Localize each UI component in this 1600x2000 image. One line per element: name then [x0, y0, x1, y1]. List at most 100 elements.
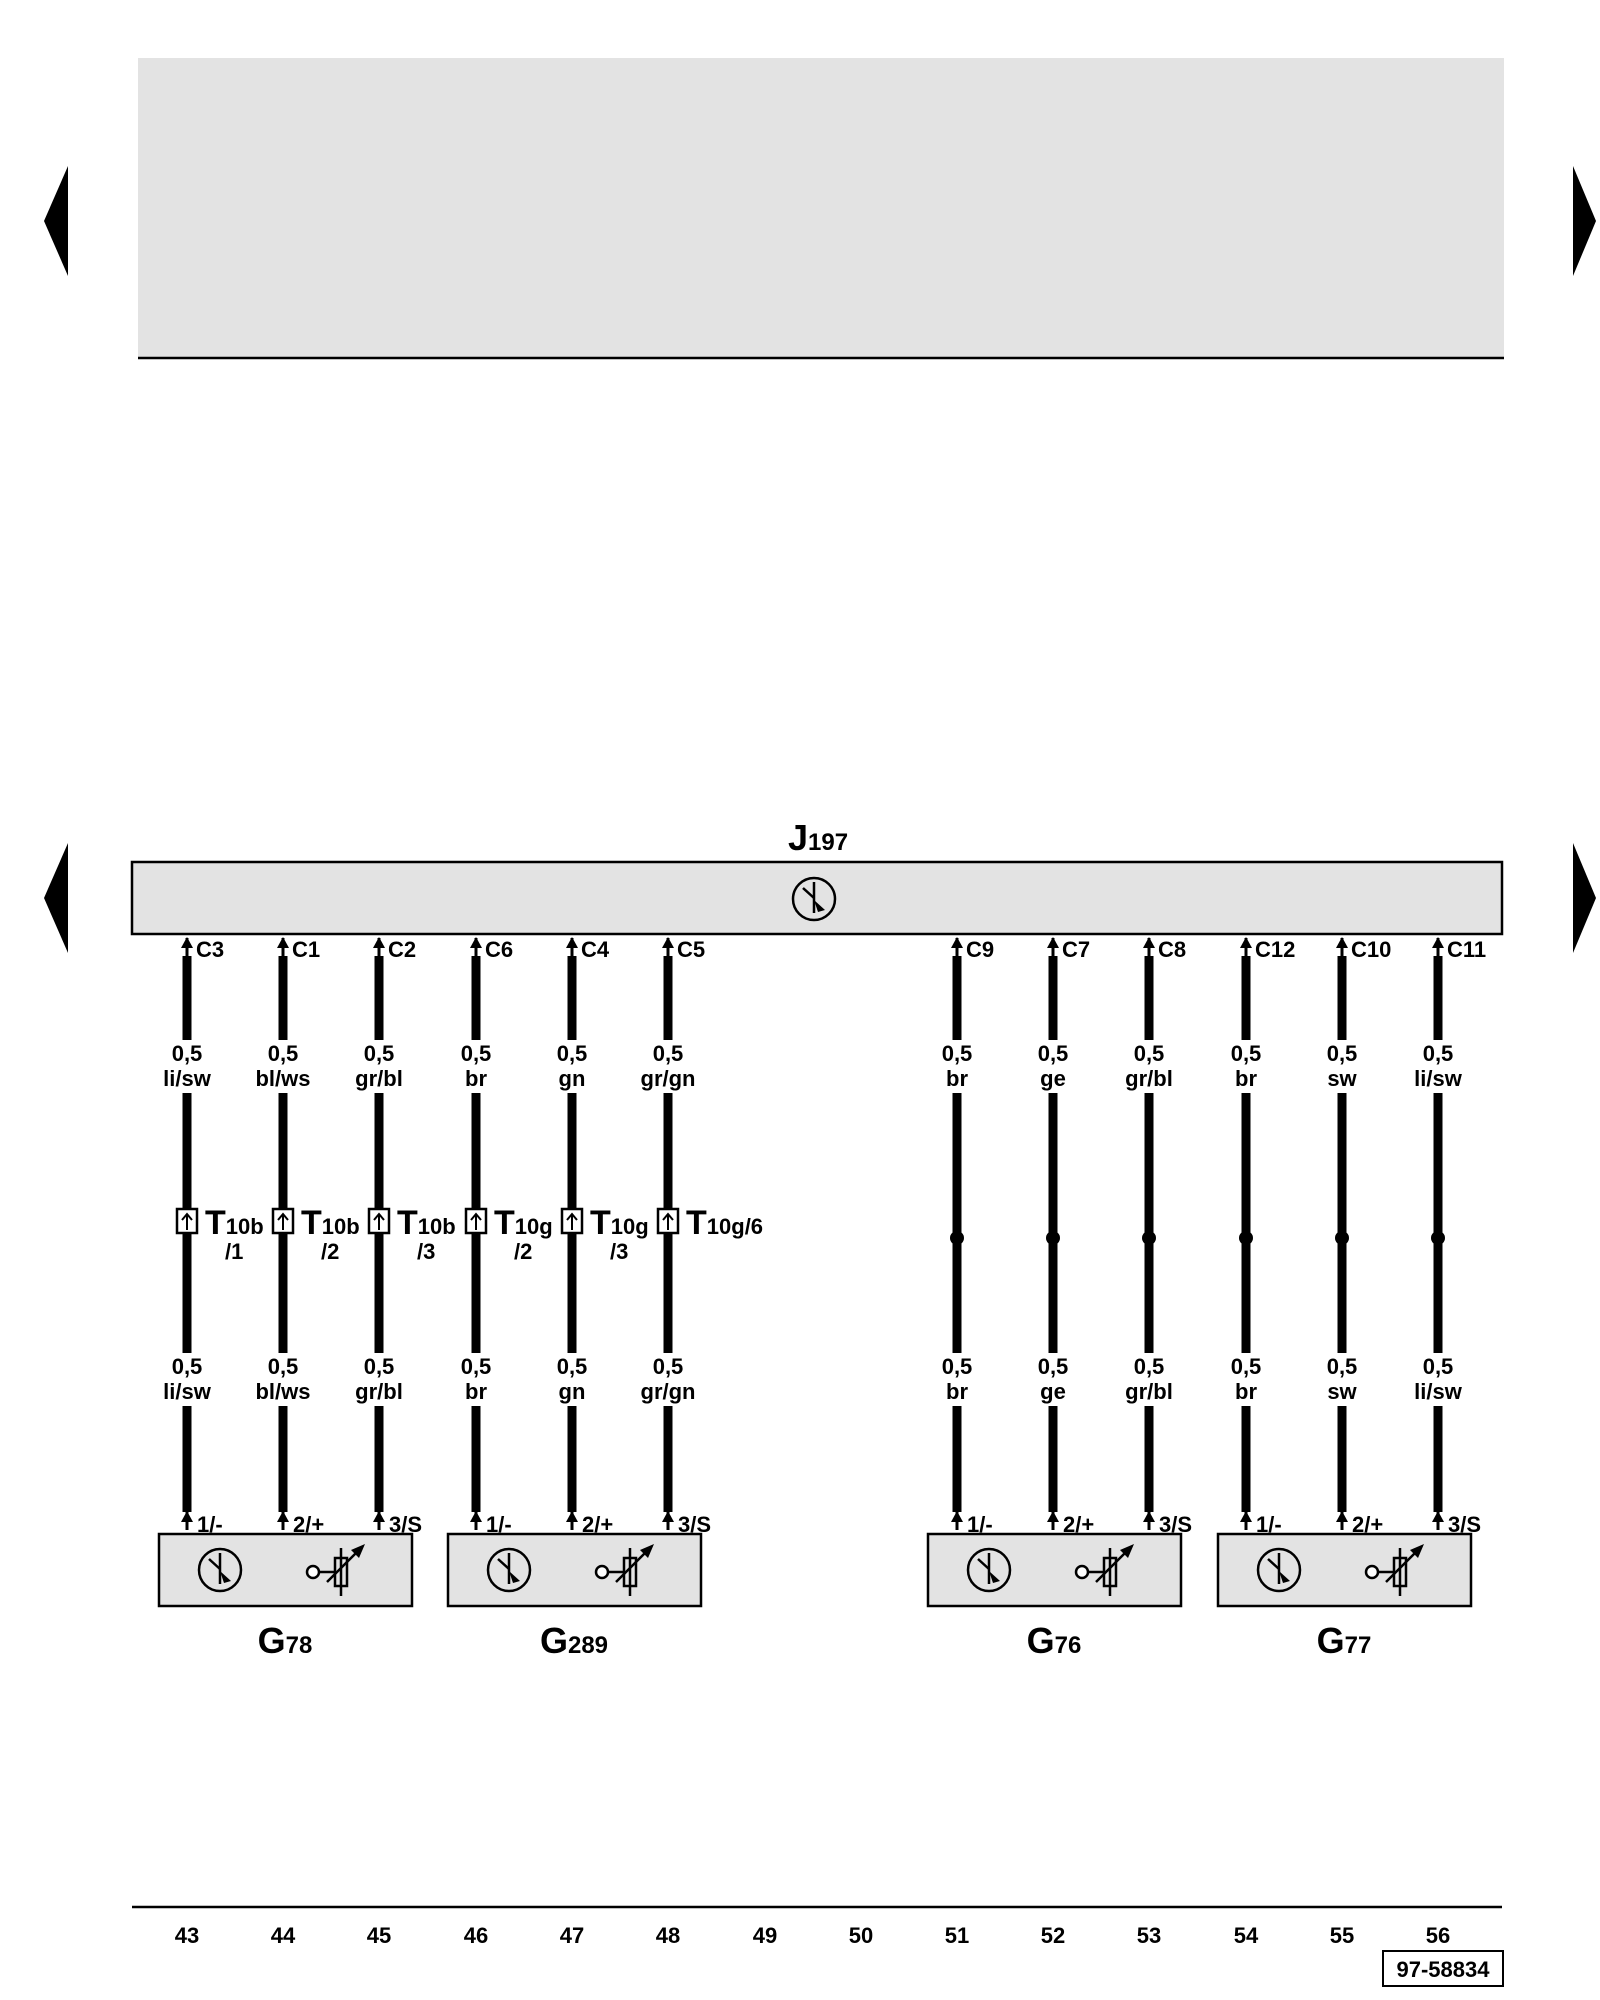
wire-size-bottom: 0,5: [1423, 1354, 1454, 1379]
grid-number: 52: [1041, 1923, 1065, 1948]
pin-arrow-icon: [373, 937, 385, 948]
pin-arrow-icon: [1336, 1511, 1348, 1522]
connector-label: T10g: [590, 1204, 649, 1242]
wire-size-top: 0,5: [268, 1041, 299, 1066]
wire-size-top: 0,5: [172, 1041, 203, 1066]
pin-arrow-icon: [1432, 1511, 1444, 1522]
connector-pin: /2: [321, 1239, 339, 1264]
reference-number: 97-58834: [1397, 1957, 1491, 1982]
pin-arrow-icon: [951, 937, 963, 948]
unit-pin-label: C12: [1255, 937, 1295, 962]
pin-arrow-icon: [1432, 937, 1444, 948]
connector-symbol-icon: [271, 1207, 295, 1235]
next-page-arrow-bottom[interactable]: [1573, 843, 1596, 953]
wire-size-bottom: 0,5: [557, 1354, 588, 1379]
pin-arrow-icon: [1240, 1511, 1252, 1522]
pin-arrow-icon: [566, 1511, 578, 1522]
pin-arrow-icon: [1240, 937, 1252, 948]
wire-size-bottom: 0,5: [1327, 1354, 1358, 1379]
wire-size-bottom: 0,5: [942, 1354, 973, 1379]
wire-color-top: br: [465, 1066, 487, 1091]
wire-color-bottom: sw: [1327, 1379, 1357, 1404]
sensor-G289: [446, 1532, 703, 1608]
control-unit-symbol-icon: [791, 876, 837, 922]
pin-arrow-icon: [373, 1511, 385, 1522]
wire-color-bottom: br: [1235, 1379, 1257, 1404]
connector-symbol-icon: [656, 1207, 680, 1235]
grid-number: 50: [849, 1923, 873, 1948]
wire-size-bottom: 0,5: [1038, 1354, 1069, 1379]
pin-arrow-icon: [566, 937, 578, 948]
grid-number: 54: [1234, 1923, 1259, 1948]
wire-size-top: 0,5: [653, 1041, 684, 1066]
unit-pin-label: C1: [292, 937, 320, 962]
wire-color-bottom: gr/bl: [1125, 1379, 1173, 1404]
sensor-box: [1216, 1532, 1473, 1608]
pin-arrow-icon: [1143, 1511, 1155, 1522]
pin-arrow-icon: [181, 1511, 193, 1522]
grid-number: 45: [367, 1923, 391, 1948]
wire-size-bottom: 0,5: [172, 1354, 203, 1379]
wire-color-bottom: gr/gn: [641, 1379, 696, 1404]
connector-pin: /3: [417, 1239, 435, 1264]
connector-symbol-icon: [464, 1207, 488, 1235]
connector-label: T10g/6: [686, 1204, 763, 1242]
splice-dot: [1431, 1231, 1445, 1245]
unit-pin-label: C3: [196, 937, 224, 962]
wire-color-bottom: bl/ws: [255, 1379, 310, 1404]
wire-size-bottom: 0,5: [461, 1354, 492, 1379]
connector-label: T10g: [494, 1204, 553, 1242]
grid-number: 48: [656, 1923, 680, 1948]
variable-resistor-icon: [1074, 1544, 1134, 1596]
wire-size-top: 0,5: [1134, 1041, 1165, 1066]
variable-resistor-icon: [1364, 1544, 1424, 1596]
hall-sensor-icon: [197, 1547, 243, 1593]
component-label: G289: [540, 1620, 608, 1661]
control-unit-label: J197: [788, 817, 848, 858]
hall-sensor-icon: [1256, 1547, 1302, 1593]
wire-size-bottom: 0,5: [364, 1354, 395, 1379]
wire-size-top: 0,5: [461, 1041, 492, 1066]
splice-dot: [1335, 1231, 1349, 1245]
pin-arrow-icon: [1047, 937, 1059, 948]
pin-arrow-icon: [181, 937, 193, 948]
wire-size-top: 0,5: [1423, 1041, 1454, 1066]
connector-pin: /3: [610, 1239, 628, 1264]
sensor-G76: [926, 1532, 1183, 1608]
sensor-box: [446, 1532, 703, 1608]
pin-arrow-icon: [1047, 1511, 1059, 1522]
wire-color-top: br: [946, 1066, 968, 1091]
component-label: G76: [1027, 1620, 1082, 1661]
unit-pin-label: C9: [966, 937, 994, 962]
pin-arrow-icon: [662, 937, 674, 948]
wire-size-top: 0,5: [1231, 1041, 1262, 1066]
wire-size-top: 0,5: [557, 1041, 588, 1066]
wire-color-top: gn: [559, 1066, 586, 1091]
sensor-box: [926, 1532, 1183, 1608]
hall-sensor-icon: [486, 1547, 532, 1593]
prev-page-arrow-top[interactable]: [44, 166, 68, 276]
header-panel: [138, 58, 1504, 358]
wire-size-top: 0,5: [1038, 1041, 1069, 1066]
wire-size-bottom: 0,5: [1231, 1354, 1262, 1379]
unit-pin-label: C6: [485, 937, 513, 962]
wire-color-top: gr/bl: [355, 1066, 403, 1091]
splice-dot: [950, 1231, 964, 1245]
unit-pin-label: C2: [388, 937, 416, 962]
wire-color-bottom: gr/bl: [355, 1379, 403, 1404]
grid-number: 44: [271, 1923, 296, 1948]
variable-resistor-icon: [305, 1544, 365, 1596]
component-label: G77: [1317, 1620, 1372, 1661]
unit-pin-label: C4: [581, 937, 610, 962]
pin-arrow-icon: [277, 1511, 289, 1522]
pin-arrow-icon: [470, 937, 482, 948]
unit-pin-label: C7: [1062, 937, 1090, 962]
wire-color-top: li/sw: [163, 1066, 212, 1091]
pin-arrow-icon: [470, 1511, 482, 1522]
prev-page-arrow-bottom[interactable]: [44, 843, 68, 953]
grid-number: 51: [945, 1923, 969, 1948]
wire-size-top: 0,5: [942, 1041, 973, 1066]
next-page-arrow-top[interactable]: [1573, 166, 1596, 276]
hall-sensor-icon: [966, 1547, 1012, 1593]
